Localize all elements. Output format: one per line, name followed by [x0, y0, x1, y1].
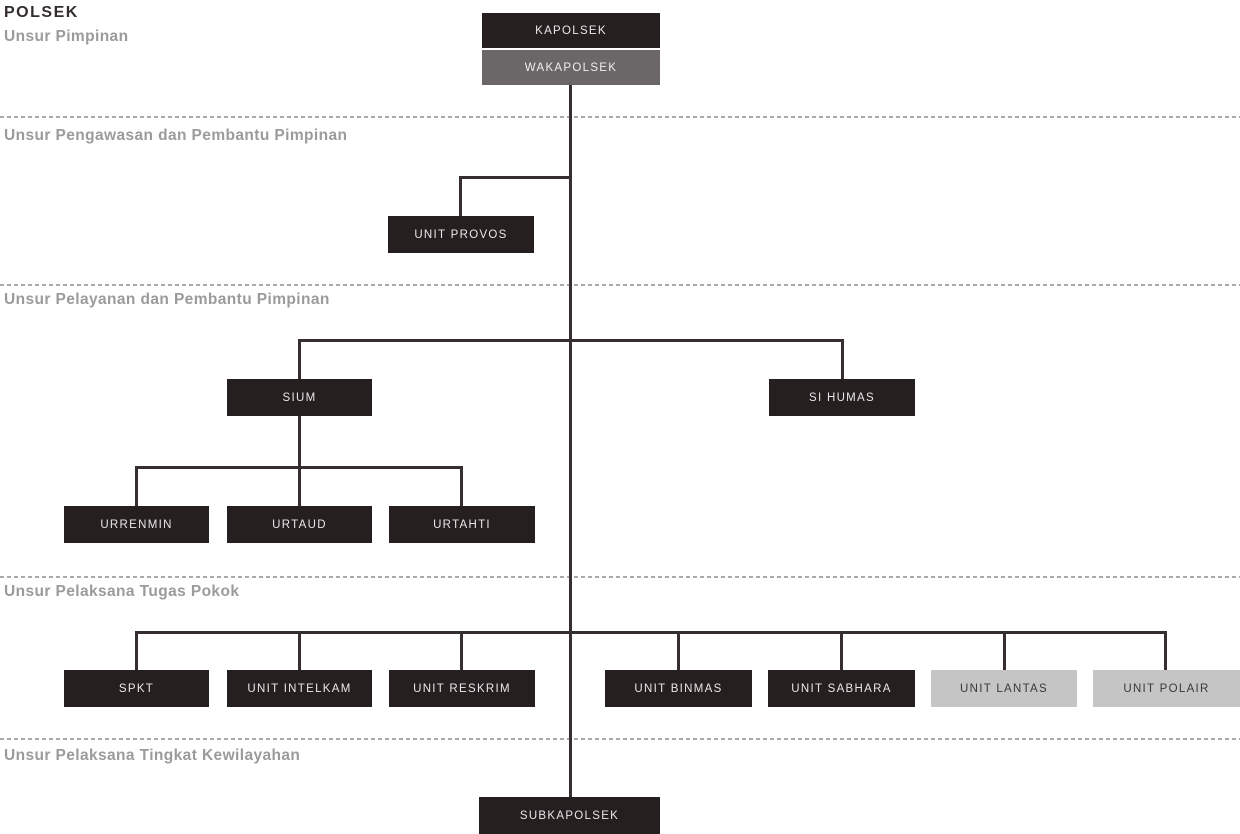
connector-sium-drop: [298, 339, 301, 379]
connector-urtaud-drop: [298, 466, 301, 506]
connector-urrenmin-drop: [135, 466, 138, 506]
connector-binmas-drop: [677, 631, 680, 670]
node-unit-polair: UNIT POLAIR: [1093, 670, 1240, 707]
connector-reskrim-drop: [460, 631, 463, 670]
node-unit-provos: UNIT PROVOS: [388, 216, 534, 253]
node-unit-reskrim: UNIT RESKRIM: [389, 670, 535, 707]
connector-trunk-vertical: [569, 85, 572, 797]
node-urtahti: URTAHTI: [389, 506, 535, 543]
connector-polair-drop: [1164, 631, 1167, 670]
connector-sabhara-drop: [840, 631, 843, 670]
section-divider: [0, 738, 1240, 740]
connector-pelayanan-horizontal: [298, 339, 844, 342]
section-divider: [0, 116, 1240, 118]
node-urrenmin: URRENMIN: [64, 506, 209, 543]
section-label-unsur-pimpinan: Unsur Pimpinan: [4, 28, 129, 45]
connector-lantas-drop: [1003, 631, 1006, 670]
node-unit-lantas: UNIT LANTAS: [931, 670, 1077, 707]
section-label-unsur-pelaksana-tugas-pokok: Unsur Pelaksana Tugas Pokok: [4, 583, 240, 600]
section-label-unsur-pengawasan: Unsur Pengawasan dan Pembantu Pimpinan: [4, 127, 348, 144]
connector-spkt-drop: [135, 631, 138, 670]
connector-intelkam-drop: [298, 631, 301, 670]
connector-tugas-pokok-horizontal: [135, 631, 1167, 634]
connector-sium-stem: [298, 416, 301, 468]
node-kapolsek: KAPOLSEK: [482, 13, 660, 48]
node-spkt: SPKT: [64, 670, 209, 707]
section-divider: [0, 284, 1240, 286]
node-sium: SIUM: [227, 379, 372, 416]
node-unit-binmas: UNIT BINMAS: [605, 670, 752, 707]
node-subkapolsek: SUBKAPOLSEK: [479, 797, 660, 834]
connector-provos-drop: [459, 176, 462, 216]
section-label-unsur-pelayanan: Unsur Pelayanan dan Pembantu Pimpinan: [4, 291, 330, 308]
node-si-humas: SI HUMAS: [769, 379, 915, 416]
node-urtaud: URTAUD: [227, 506, 372, 543]
node-unit-sabhara: UNIT SABHARA: [768, 670, 915, 707]
connector-sihumas-drop: [841, 339, 844, 379]
page-title: POLSEK: [4, 4, 79, 21]
node-wakapolsek: WAKAPOLSEK: [482, 50, 660, 85]
section-divider: [0, 576, 1240, 578]
section-label-unsur-pelaksana-kewilayahan: Unsur Pelaksana Tingkat Kewilayahan: [4, 747, 301, 764]
connector-urtahti-drop: [460, 466, 463, 506]
connector-provos-horizontal: [459, 176, 572, 179]
node-unit-intelkam: UNIT INTELKAM: [227, 670, 372, 707]
